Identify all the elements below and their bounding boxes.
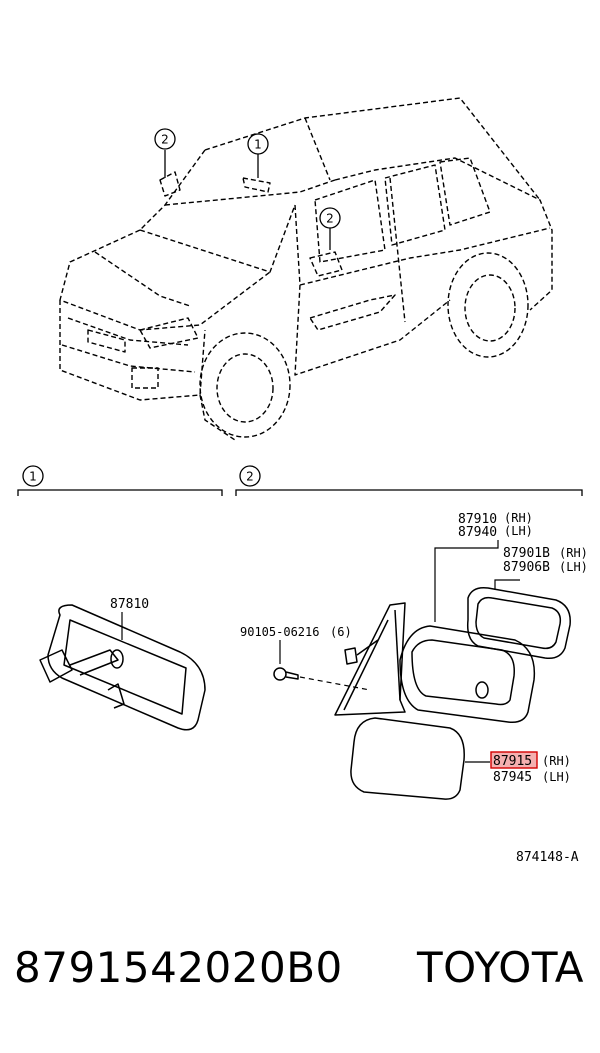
callout-2-label: 2: [161, 133, 169, 147]
parts-diagram: 2 1 2 1 2 87810: [17, 97, 588, 865]
part-87915-label: 87915: [493, 754, 532, 769]
part-87901B-label: 87901B: [503, 546, 550, 561]
part-87945-side: (LH): [542, 770, 571, 784]
section-2-header: 2: [235, 465, 583, 496]
callout-2-door-mirror: 2: [319, 207, 341, 229]
section-1-header: 1: [17, 465, 223, 496]
callout-2-door-label: 2: [326, 212, 334, 226]
part-87945-label: 87945: [493, 770, 532, 785]
vehicle-outline: [59, 97, 553, 441]
section-2-label: 2: [246, 470, 254, 484]
part-87910-87940-labels: 87910 (RH) 87940 (LH): [458, 511, 533, 540]
brand-name: TOYOTA: [417, 943, 584, 992]
part-leader-lines: [279, 540, 520, 763]
vehicle-callout-lines: [164, 150, 331, 250]
part-87940-side: (LH): [504, 524, 533, 538]
callout-1-label: 1: [254, 138, 262, 152]
part-87810-label: 87810: [110, 597, 149, 612]
section-1-label: 1: [29, 470, 37, 484]
part-87910-label: 87910: [458, 512, 497, 527]
outer-mirror-drawing: [273, 586, 571, 800]
footer: 8791542020B0 TOYOTA: [0, 940, 600, 1010]
part-87915-87945-labels: 87915 (RH) 87945 (LH): [490, 751, 571, 785]
diagram-id: 874148-A: [516, 850, 579, 865]
callout-1-inner-mirror: 1: [247, 133, 269, 155]
highlight-box: [490, 751, 538, 769]
part-87901B-side: (RH): [559, 546, 588, 560]
inner-mirror-drawing: [39, 604, 206, 731]
part-screw-qty: (6): [330, 625, 352, 639]
callout-2-front-mirror: 2: [154, 128, 176, 150]
part-87906B-label: 87906B: [503, 560, 550, 575]
part-screw-label: 90105-06216: [240, 625, 319, 639]
part-87910-side: (RH): [504, 511, 533, 525]
part-87901B-87906B-labels: 87901B (RH) 87906B (LH): [503, 546, 588, 575]
part-87915-side: (RH): [542, 754, 571, 768]
part-87906B-side: (LH): [559, 560, 588, 574]
assembly-dash-lines: [299, 676, 371, 691]
part-number: 8791542020B0: [14, 943, 343, 992]
part-87940-label: 87940: [458, 525, 497, 540]
part-screw-label-group: 90105-06216 (6): [240, 625, 352, 639]
